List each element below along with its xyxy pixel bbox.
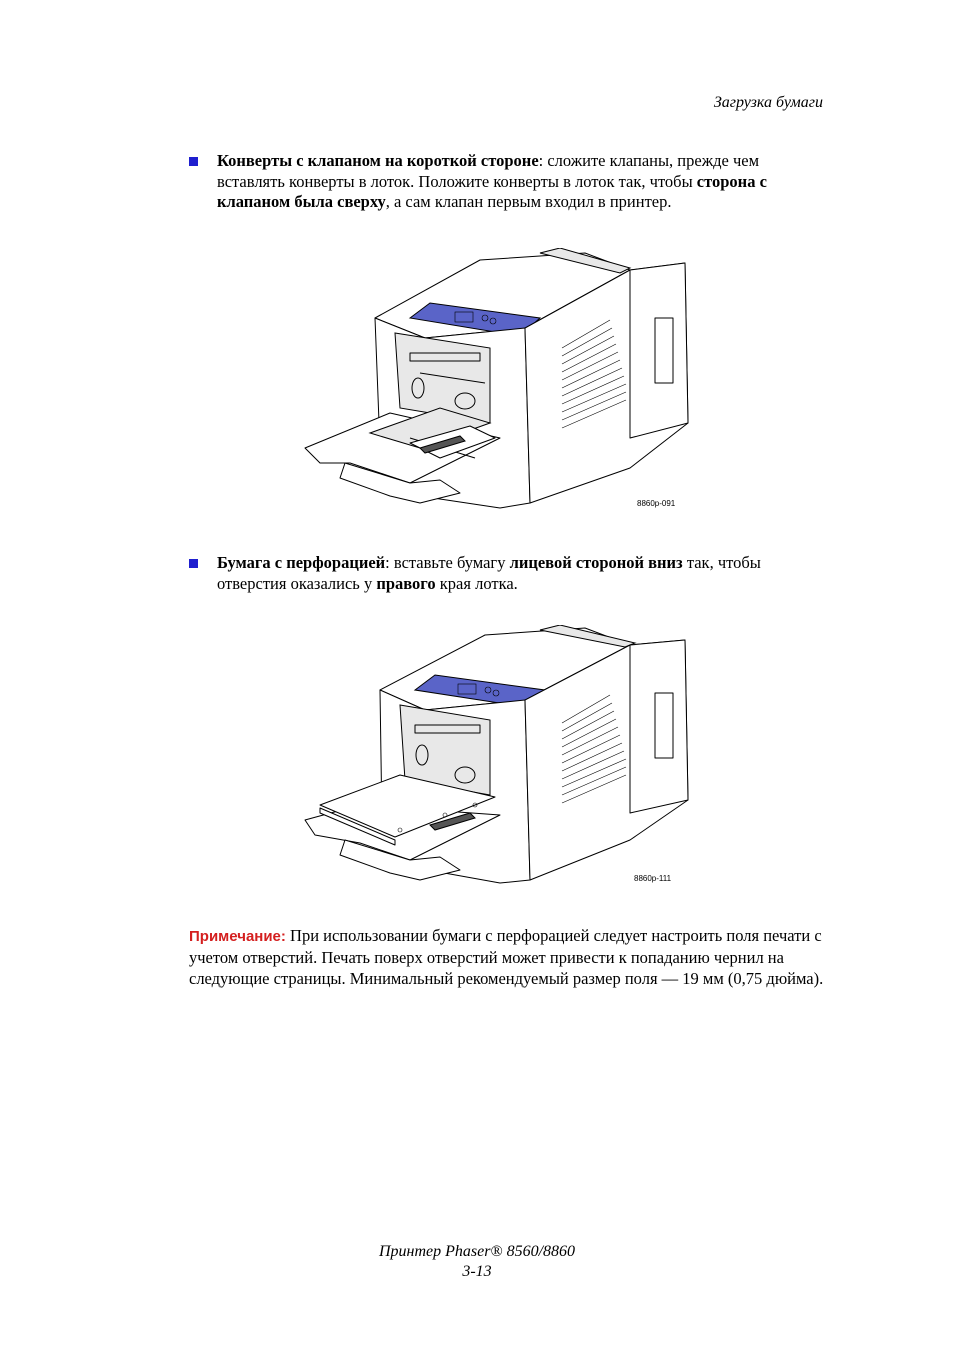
bold-term: лицевой стороной вниз bbox=[509, 553, 683, 572]
bold-term: Конверты с клапаном на короткой стороне bbox=[217, 151, 539, 170]
figure-code: 8860p-111 bbox=[634, 874, 672, 883]
bold-term: сторона с клапаном была сверху bbox=[217, 171, 767, 212]
body-text: так, чтобы отверстия оказались у bbox=[217, 553, 761, 593]
bullet-square-icon bbox=[189, 157, 198, 166]
section-header: Загрузка бумаги bbox=[713, 94, 823, 111]
figure-envelopes-printer: 8860p-091 bbox=[300, 247, 690, 518]
printer-illustration bbox=[304, 247, 689, 509]
note-block: Примечание: При использовании бумаги с п… bbox=[189, 925, 829, 989]
body-text: , а сам клапан первым входил в принтер. bbox=[385, 192, 672, 211]
bullet-perforated-paper: Бумага с перфорацией: вставьте бумагу ли… bbox=[189, 553, 829, 594]
figure-code: 8860p-091 bbox=[637, 499, 676, 508]
body-text: : сложите клапаны, прежде чем вставлять … bbox=[217, 151, 760, 191]
body-text: края лотка. bbox=[435, 573, 518, 593]
note-label: Примечание: bbox=[189, 928, 286, 945]
bold-term: Бумага с перфорацией bbox=[217, 553, 386, 572]
footer-page-number: 3-13 bbox=[462, 1263, 492, 1280]
footer-product: Принтер Phaser® 8560/8860 bbox=[378, 1243, 576, 1260]
bullet-text: Конверты с клапаном на короткой стороне:… bbox=[217, 151, 829, 213]
bullet-square-icon bbox=[189, 559, 198, 568]
printer-illustration bbox=[304, 624, 689, 884]
body-text: : вставьте бумагу bbox=[385, 553, 510, 572]
figure-perforated-printer: 8860p-111 bbox=[300, 624, 690, 890]
bullet-envelopes: Конверты с клапаном на короткой стороне:… bbox=[189, 151, 829, 213]
note-text: При использовании бумаги с перфорацией с… bbox=[189, 926, 824, 988]
bold-term: правого bbox=[376, 573, 436, 593]
bullet-text: Бумага с перфорацией: вставьте бумагу ли… bbox=[217, 553, 829, 594]
